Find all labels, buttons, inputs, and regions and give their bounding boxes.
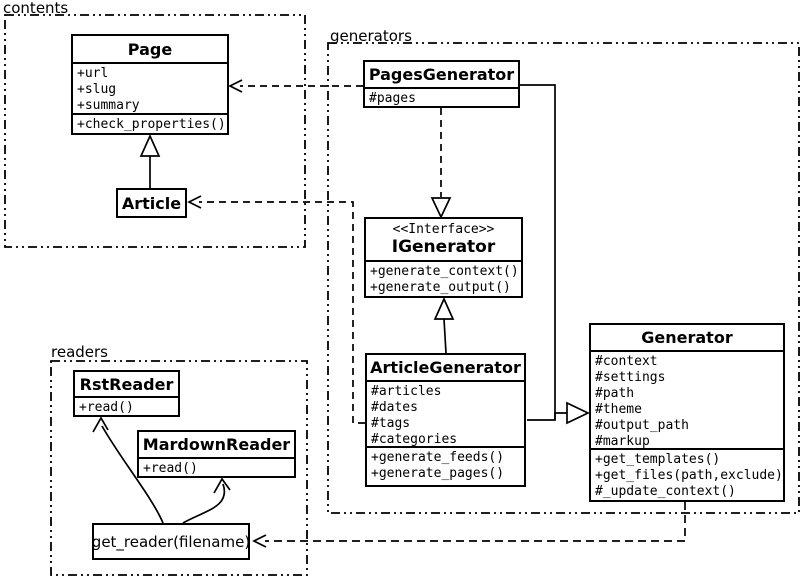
method: +generate_context() — [370, 264, 519, 279]
attribute: #categories — [371, 432, 458, 446]
package-label-generators: generators — [330, 27, 412, 45]
realization-triangle-igenerator — [430, 197, 452, 219]
open-arrowhead-page — [228, 79, 243, 93]
class-title-rst-reader: RstReader — [79, 374, 174, 394]
method: #_update_context() — [595, 484, 736, 499]
open-arrowhead-mardownreader — [213, 477, 231, 494]
class-title-article-generator: ArticleGenerator — [370, 358, 521, 377]
inheritance-triangle-generator — [566, 401, 590, 425]
interface-stereotype: <<Interface>> — [392, 222, 495, 237]
article-generator-attributes: #articles #dates #tags #categories — [367, 380, 524, 446]
package-label-contents: contents — [3, 0, 69, 17]
attribute: #output_path — [595, 418, 689, 433]
attribute: +url — [77, 66, 109, 81]
method: +generate_output() — [370, 280, 511, 295]
class-box-mardown-reader: MardownReader +read() — [137, 430, 296, 478]
attribute: #context — [595, 354, 658, 369]
method: +read() — [143, 461, 198, 476]
page-attributes: +url +slug +summary — [73, 62, 227, 113]
inheritance-triangle-igenerator — [433, 296, 455, 320]
class-box-igenerator: <<Interface>> IGenerator +generate_conte… — [364, 217, 523, 298]
method: +generate_pages() — [371, 466, 505, 481]
attribute: #pages — [369, 91, 416, 106]
curve-getreader-mardownreader — [182, 483, 226, 524]
inheritance-triangle-page — [139, 133, 161, 157]
class-title-pages-generator: PagesGenerator — [368, 65, 515, 84]
pages-generator-attributes: #pages — [365, 87, 518, 106]
class-box-article: Article — [116, 188, 187, 218]
attribute: #dates — [371, 400, 418, 415]
inheritance-line-articlegenerator-igenerator — [443, 318, 447, 354]
class-title-mardown-reader: MardownReader — [142, 435, 291, 454]
package-label-readers: readers — [51, 343, 108, 361]
node-get-reader: get_reader(filename) — [92, 523, 250, 560]
method: +generate_feeds() — [371, 450, 505, 465]
method: +check_properties() — [77, 117, 226, 132]
class-title-generator: Generator — [641, 328, 733, 347]
class-title-article: Article — [121, 193, 182, 213]
rst-reader-methods: +read() — [75, 396, 178, 415]
attribute: #tags — [371, 416, 411, 431]
attribute: #articles — [371, 384, 442, 399]
generator-attributes: #context #settings #path #theme #output_… — [591, 350, 783, 448]
method: +get_files(path,exclude) — [595, 468, 783, 483]
igenerator-methods: +generate_context() +generate_output() — [366, 260, 521, 296]
article-generator-methods: +generate_feeds() +generate_pages() — [367, 446, 524, 485]
attribute: +slug — [77, 82, 117, 97]
class-box-page: Page +url +slug +summary +check_properti… — [71, 34, 229, 135]
open-arrowhead-rstreader — [92, 416, 109, 433]
class-box-article-generator: ArticleGenerator #articles #dates #tags … — [365, 353, 526, 487]
class-box-rst-reader: RstReader +read() — [73, 370, 180, 417]
get-reader-label: get_reader(filename) — [91, 532, 251, 551]
mardown-reader-methods: +read() — [139, 457, 294, 476]
attribute: #path — [595, 386, 635, 401]
page-methods: +check_properties() — [73, 113, 227, 133]
inheritance-line-articlegenerator-generator — [527, 412, 567, 421]
igenerator-header: <<Interface>> IGenerator — [366, 219, 521, 260]
method: +read() — [79, 400, 134, 415]
class-box-generator: Generator #context #settings #path #them… — [589, 323, 785, 502]
generator-methods: +get_templates() +get_files(path,exclude… — [591, 448, 783, 500]
class-title-igenerator: IGenerator — [391, 237, 496, 257]
method: +get_templates() — [595, 452, 721, 467]
dependency-line-articlegenerator-article — [199, 201, 365, 424]
open-arrowhead-getreader — [252, 534, 267, 548]
attribute: +summary — [77, 98, 140, 113]
class-title-page: Page — [127, 39, 173, 59]
attribute: #markup — [595, 434, 650, 448]
class-box-pages-generator: PagesGenerator #pages — [363, 60, 520, 108]
attribute: #settings — [595, 370, 666, 385]
open-arrowhead-article — [187, 195, 202, 209]
attribute: #theme — [595, 402, 642, 417]
dependency-line-generator-getreader — [265, 502, 686, 542]
